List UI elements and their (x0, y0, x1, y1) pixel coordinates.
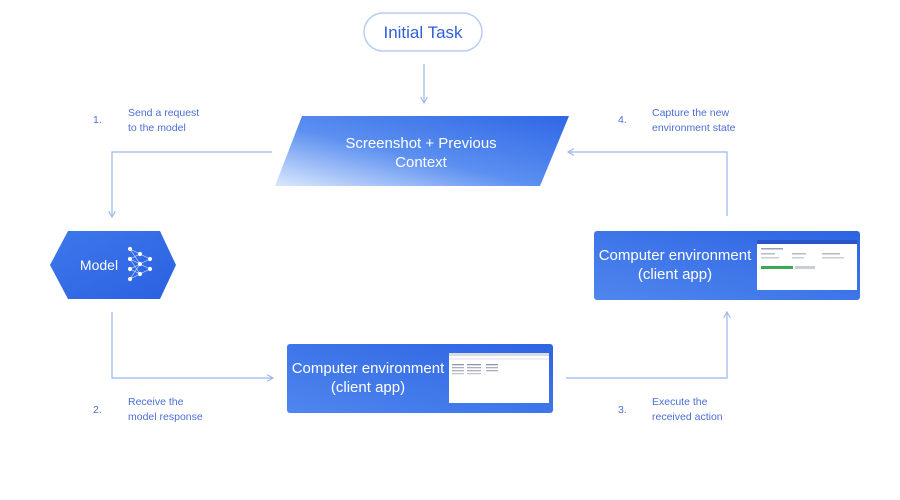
step-2-number: 2. (93, 404, 102, 416)
initial-task-node: Initial Task (363, 12, 483, 52)
step-3-number: 3. (618, 404, 627, 416)
step-3-line-1: Execute the (652, 396, 708, 408)
context-node: Screenshot + Previous Context (275, 116, 569, 186)
env-right-line-2: (client app) (638, 266, 712, 283)
step-2-line-2: model response (128, 411, 203, 423)
step-1-line-2: to the model (128, 122, 186, 134)
neural-network-icon (127, 246, 153, 282)
env-node-bottom: Computer environment (client app) (287, 344, 553, 413)
env-node-right: Computer environment (client app) (594, 231, 860, 300)
arrow-context-to-model (108, 151, 272, 219)
app-screenshot-thumbnail (757, 240, 857, 290)
arrow-env-to-context (566, 148, 728, 216)
step-1-line-1: Send a request (128, 107, 199, 119)
model-node: Model (50, 231, 176, 299)
context-line-2: Context (395, 154, 448, 171)
initial-task-label: Initial Task (383, 23, 463, 42)
step-4: 4. Capture the new environment state (618, 107, 736, 134)
env-bottom-line-1: Computer environment (292, 360, 445, 377)
env-right-line-1: Computer environment (599, 247, 752, 264)
app-screenshot-thumbnail (449, 353, 549, 403)
arrow-env-to-env (566, 310, 731, 379)
step-4-line-2: environment state (652, 122, 736, 134)
step-1: 1. Send a request to the model (93, 107, 199, 134)
env-bottom-line-2: (client app) (331, 379, 405, 396)
step-4-number: 4. (618, 114, 627, 126)
step-2: 2. Receive the model response (93, 396, 203, 423)
step-3-line-2: received action (652, 411, 723, 423)
arrow-model-to-env (111, 312, 275, 382)
step-4-line-1: Capture the new (652, 107, 729, 119)
model-label: Model (80, 257, 118, 273)
context-line-1: Screenshot + Previous (345, 135, 496, 152)
step-3: 3. Execute the received action (618, 396, 723, 423)
step-1-number: 1. (93, 114, 102, 126)
step-2-line-1: Receive the (128, 396, 184, 408)
